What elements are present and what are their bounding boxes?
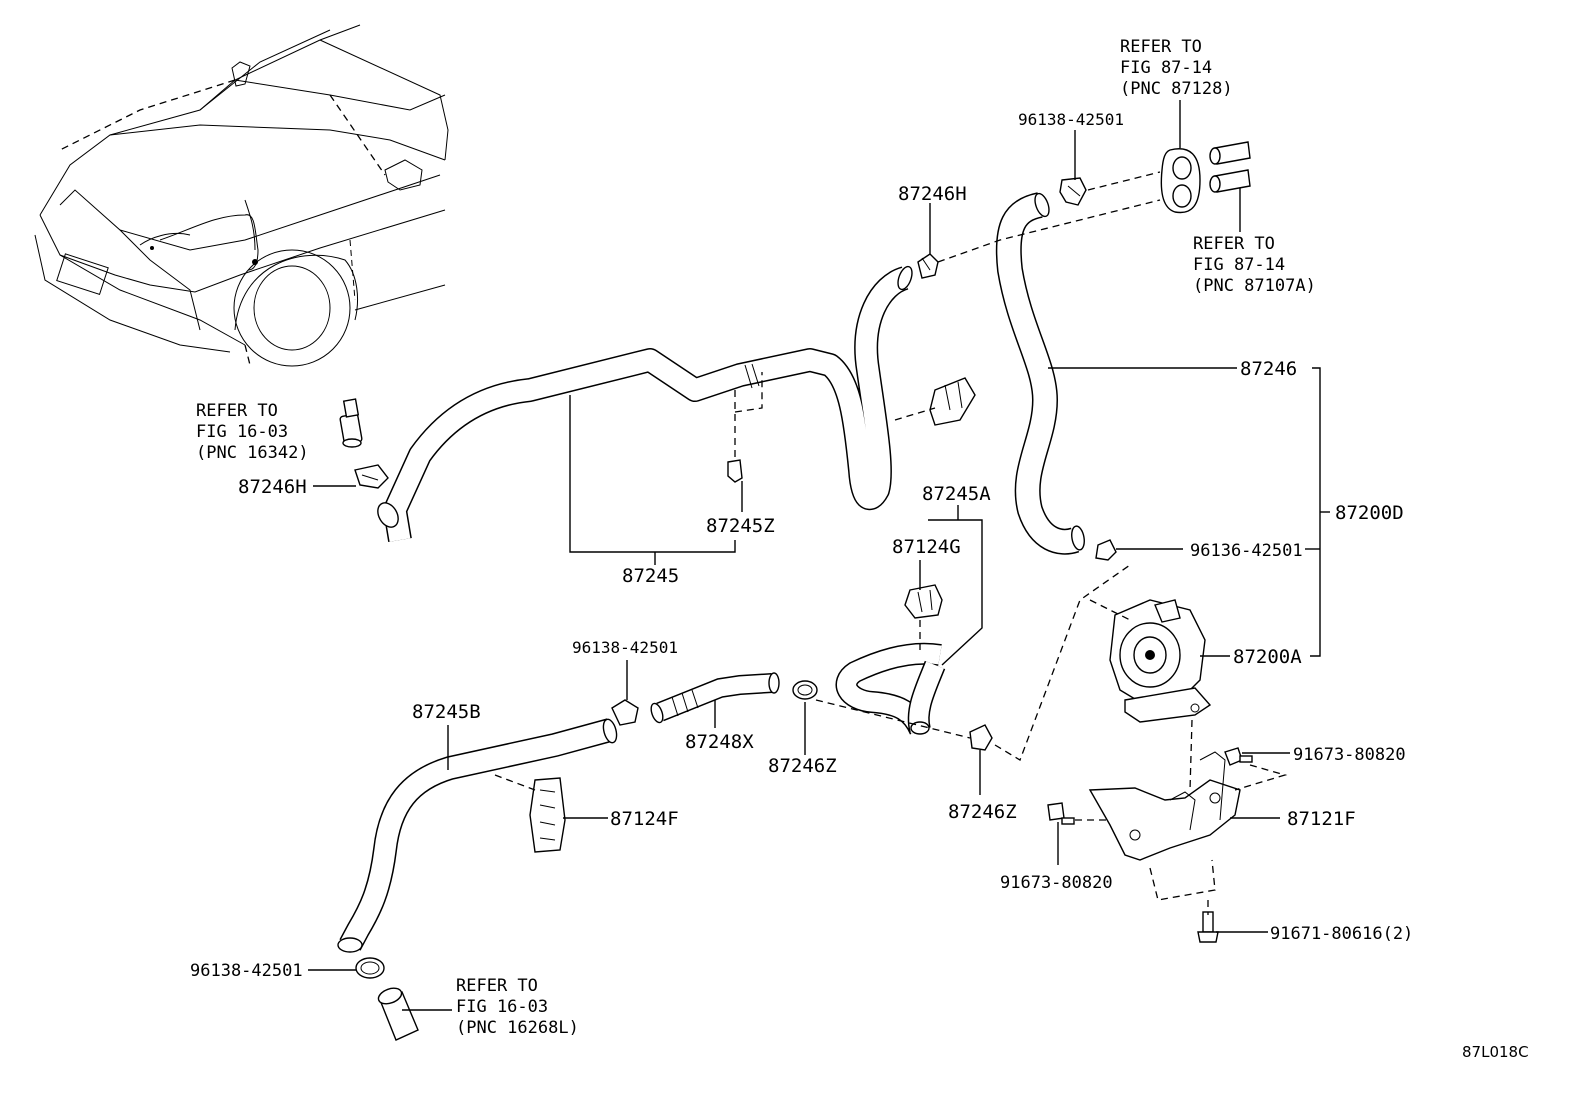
label-91673-left: 91673-80820 [1000, 873, 1113, 893]
label-96138-top: 96138-42501 [1018, 110, 1124, 129]
clip-87246h-left [354, 464, 389, 489]
label-91671: 91671-80616(2) [1270, 924, 1413, 944]
hose-87245b [337, 718, 618, 953]
label-87246: 87246 [1240, 358, 1297, 380]
refer-top-line-2: FIG 87-14 [1120, 58, 1212, 78]
clip-87245z [727, 459, 743, 483]
label-87245z: 87245Z [706, 515, 775, 537]
bolt-91673-left [1047, 802, 1075, 825]
label-87245: 87245 [622, 565, 679, 587]
pipes-87107a [1209, 141, 1251, 193]
assembly-dashed-lines [494, 171, 1288, 915]
refer-right-line-3: (PNC 87107A) [1193, 276, 1316, 296]
refer-top-line-3: (PNC 87128) [1120, 79, 1233, 99]
label-87124f: 87124F [610, 808, 679, 830]
label-96138-bottom: 96138-42501 [190, 961, 303, 981]
hose-87245a [835, 642, 946, 735]
bolt-91673-right [1224, 747, 1253, 766]
refer-left-line-1: REFER TO [196, 401, 278, 421]
clip-87124g [904, 584, 943, 619]
label-87246z-a: 87246Z [768, 755, 837, 777]
figure-code: 87L018C [1462, 1043, 1529, 1061]
label-87246h-left: 87246H [238, 476, 307, 498]
bracket-upper [929, 377, 976, 426]
clamp-87246z-a [792, 680, 818, 700]
hose-87248x [650, 672, 780, 724]
clamp-96138-mid [611, 699, 639, 726]
refer-note-top: REFER TO FIG 87-14 (PNC 87128) [1120, 37, 1233, 99]
label-87124g: 87124G [892, 536, 961, 558]
grommet-87128 [1160, 148, 1201, 214]
clip-96136 [1095, 539, 1117, 561]
clamp-87246h-top [917, 253, 939, 279]
leader-lines [308, 100, 1330, 1011]
label-87200a: 87200A [1233, 646, 1302, 668]
electric-water-pump-87200a [1109, 599, 1212, 723]
label-87245a: 87245A [922, 483, 991, 505]
bolt-91671 [1197, 911, 1219, 943]
label-87246h-top: 87246H [898, 183, 967, 205]
part-labels: 87246H 96138-42501 87246 87200D 96136-42… [190, 110, 1413, 981]
connector-16342 [339, 398, 363, 448]
label-87121f: 87121F [1287, 808, 1356, 830]
label-87246z-b: 87246Z [948, 801, 1017, 823]
refer-right-line-2: FIG 87-14 [1193, 255, 1285, 275]
clamp-87246z-b [969, 724, 993, 751]
refer-right-line-1: REFER TO [1193, 234, 1275, 254]
label-91673-right: 91673-80820 [1293, 745, 1406, 765]
refer-top-line-1: REFER TO [1120, 37, 1202, 57]
clamp-96138-top [1059, 177, 1087, 206]
bracket-87121f [1088, 751, 1241, 861]
refer-bottom-line-3: (PNC 16268L) [456, 1018, 579, 1038]
refer-left-line-3: (PNC 16342) [196, 443, 309, 463]
label-87200d: 87200D [1335, 502, 1404, 524]
label-96136: 96136-42501 [1190, 541, 1303, 561]
label-87248x: 87248X [685, 731, 754, 753]
label-96138-mid: 96138-42501 [572, 638, 678, 657]
label-87245b: 87245B [412, 701, 481, 723]
bracket-87124f [529, 777, 566, 853]
hose-87246 [995, 192, 1085, 555]
refer-bottom-line-2: FIG 16-03 [456, 997, 548, 1017]
pipe-16268l [377, 987, 419, 1041]
refer-note-bottom: REFER TO FIG 16-03 (PNC 16268L) [456, 976, 579, 1038]
refer-bottom-line-1: REFER TO [456, 976, 538, 996]
refer-left-line-2: FIG 16-03 [196, 422, 288, 442]
vehicle-illustration [34, 24, 449, 367]
hose-87245 [377, 265, 913, 542]
refer-note-left: REFER TO FIG 16-03 (PNC 16342) [196, 401, 309, 463]
refer-note-right: REFER TO FIG 87-14 (PNC 87107A) [1193, 234, 1316, 296]
clamp-96138-bottom [355, 957, 385, 979]
